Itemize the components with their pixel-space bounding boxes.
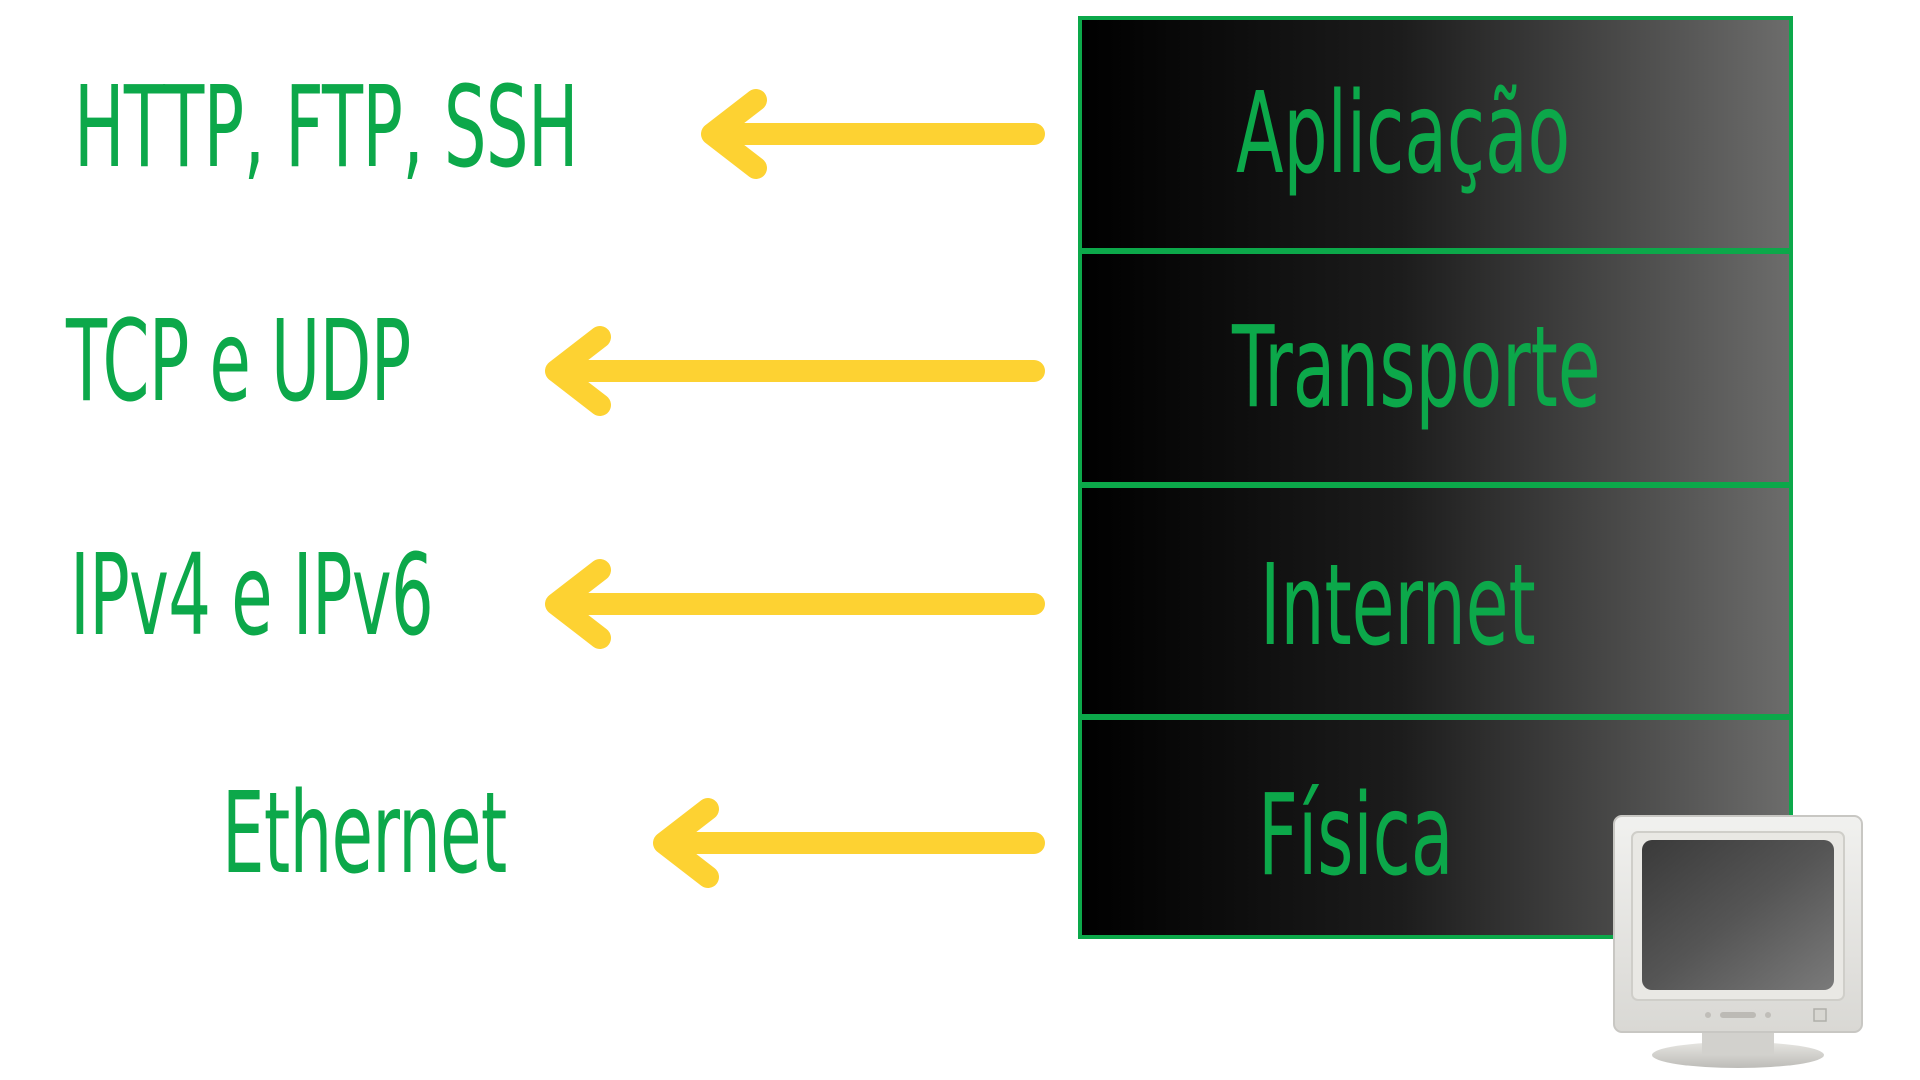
layer-stack: Aplicação Transporte Internet Física [1078, 16, 1793, 939]
layer-divider [1082, 248, 1789, 254]
layer-divider [1082, 714, 1789, 720]
layer-application: Aplicação [1082, 20, 1789, 250]
left-arrow-icon [545, 559, 611, 649]
protocol-label-application: HTTP, FTP, SSH [74, 63, 579, 193]
left-arrow-icon [653, 798, 719, 888]
protocol-label-physical: Ethernet [222, 769, 507, 899]
protocol-label-transport: TCP e UDP [66, 297, 411, 427]
layer-label-transport: Transporte [1232, 303, 1601, 433]
layer-label-internet: Internet [1260, 541, 1536, 671]
layer-transport: Transporte [1082, 254, 1789, 482]
layer-internet: Internet [1082, 488, 1789, 714]
layer-label-application: Aplicação [1236, 69, 1571, 199]
layer-label-physical: Física [1258, 771, 1454, 901]
left-arrow-icon [701, 89, 767, 179]
layer-divider [1082, 482, 1789, 488]
layer-physical: Física [1082, 720, 1789, 939]
left-arrow-icon [545, 326, 611, 416]
crt-monitor-icon [1613, 815, 1863, 1068]
protocol-label-internet: IPv4 e IPv6 [70, 531, 434, 661]
